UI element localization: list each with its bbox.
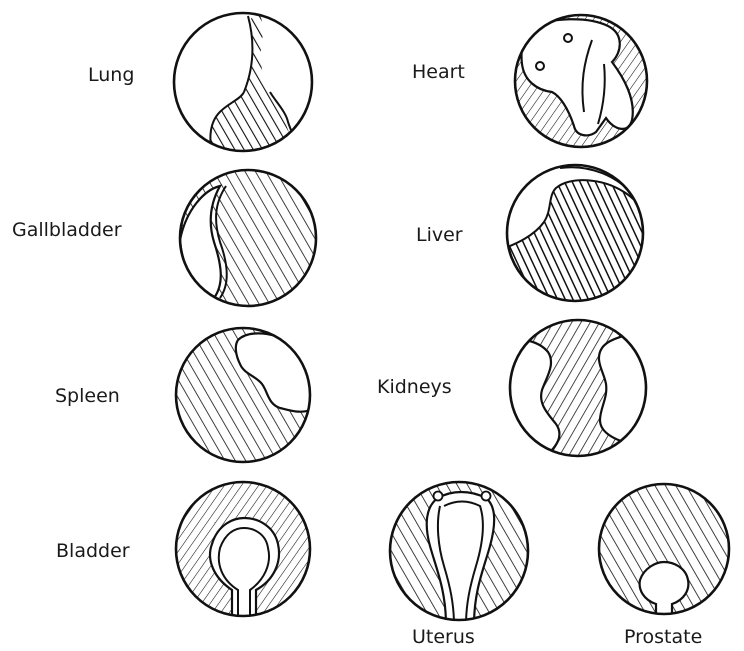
bladder-diagram — [170, 475, 320, 625]
liver-diagram — [500, 160, 650, 310]
lung-diagram — [170, 10, 320, 160]
label-bladder: Bladder — [56, 540, 130, 562]
heart-diagram — [510, 10, 660, 160]
kidneys-diagram — [505, 315, 655, 465]
label-heart: Heart — [412, 61, 465, 83]
label-kidneys: Kidneys — [377, 376, 452, 398]
uterus-diagram — [385, 480, 535, 630]
label-lung: Lung — [88, 64, 134, 86]
gallbladder-diagram — [175, 165, 325, 315]
label-gallbladder: Gallbladder — [12, 219, 122, 241]
prostate-diagram — [595, 480, 735, 620]
label-spleen: Spleen — [55, 385, 120, 407]
label-uterus: Uterus — [412, 626, 475, 648]
label-liver: Liver — [416, 224, 463, 246]
label-prostate: Prostate — [624, 626, 702, 648]
spleen-diagram — [170, 320, 320, 470]
